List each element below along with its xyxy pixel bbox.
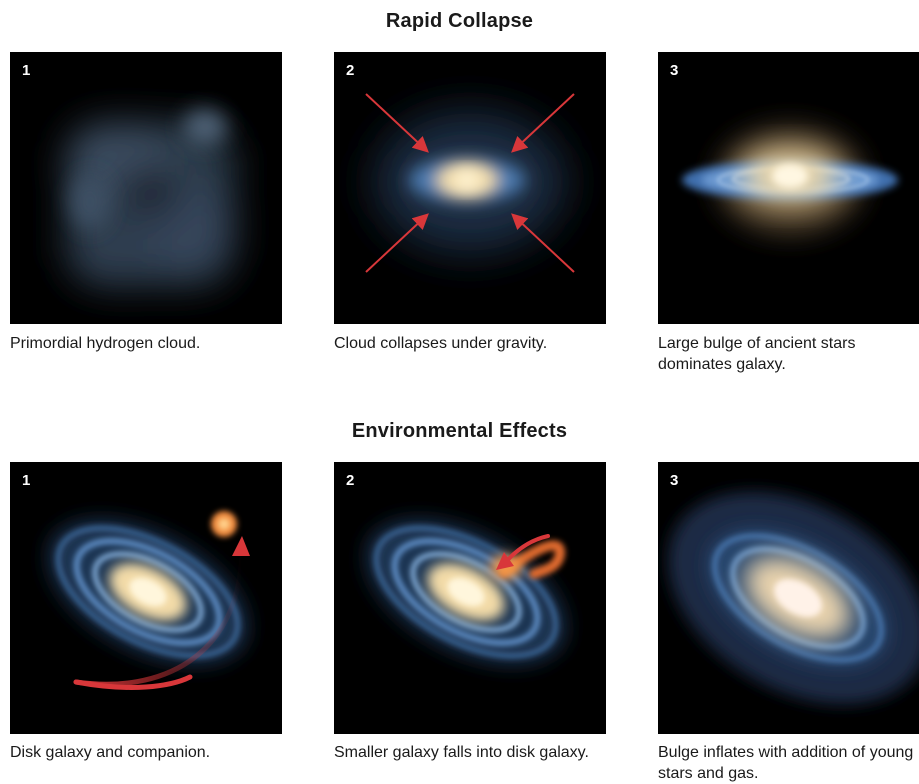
panel-number: 2 bbox=[346, 472, 355, 489]
panel-number: 1 bbox=[22, 62, 31, 79]
caption-bulge-inflates: Bulge inflates with addition of young st… bbox=[658, 744, 914, 782]
galaxy-falls-in-illustration bbox=[366, 519, 566, 665]
primordial-cloud-illustration bbox=[65, 109, 235, 287]
panel-number: 3 bbox=[670, 472, 679, 489]
arrow-inward-top-left bbox=[365, 93, 429, 153]
caption-galaxy-falls-in: Smaller galaxy falls into disk galaxy. bbox=[334, 744, 589, 761]
panel-cloud-collapse: 2 bbox=[334, 52, 606, 324]
panel-bulge-inflates: 3 bbox=[658, 462, 919, 734]
panel-number: 3 bbox=[670, 62, 679, 79]
arrow-inward-bottom-left bbox=[365, 213, 429, 273]
panel-galaxy-falls-in: 2 bbox=[334, 462, 606, 734]
panel-number: 1 bbox=[22, 472, 31, 489]
cloud-collapse-illustration bbox=[365, 93, 575, 273]
arrow-inward-top-right bbox=[511, 93, 575, 153]
panel-disk-galaxy-companion: 1 bbox=[10, 462, 282, 734]
arrow-inward-bottom-right bbox=[511, 213, 575, 273]
caption-disk-galaxy-companion: Disk galaxy and companion. bbox=[10, 744, 211, 761]
caption-large-bulge: Large bulge of ancient stars dominates g… bbox=[658, 335, 856, 373]
caption-primordial-cloud: Primordial hydrogen cloud. bbox=[10, 335, 201, 352]
panel-number: 2 bbox=[346, 62, 355, 79]
disk-galaxy-companion-illustration bbox=[48, 511, 250, 690]
large-bulge-illustration bbox=[682, 128, 898, 232]
infalling-companion-stream bbox=[499, 540, 565, 579]
panel-large-bulge: 3 bbox=[658, 52, 919, 324]
section-title-rapid-collapse: Rapid Collapse bbox=[385, 10, 534, 32]
bulge-inflates-illustration bbox=[668, 491, 919, 705]
panel-primordial-cloud: 1 bbox=[10, 52, 282, 324]
section-title-environmental-effects: Environmental Effects bbox=[351, 420, 568, 442]
caption-cloud-collapse: Cloud collapses under gravity. bbox=[334, 335, 548, 352]
